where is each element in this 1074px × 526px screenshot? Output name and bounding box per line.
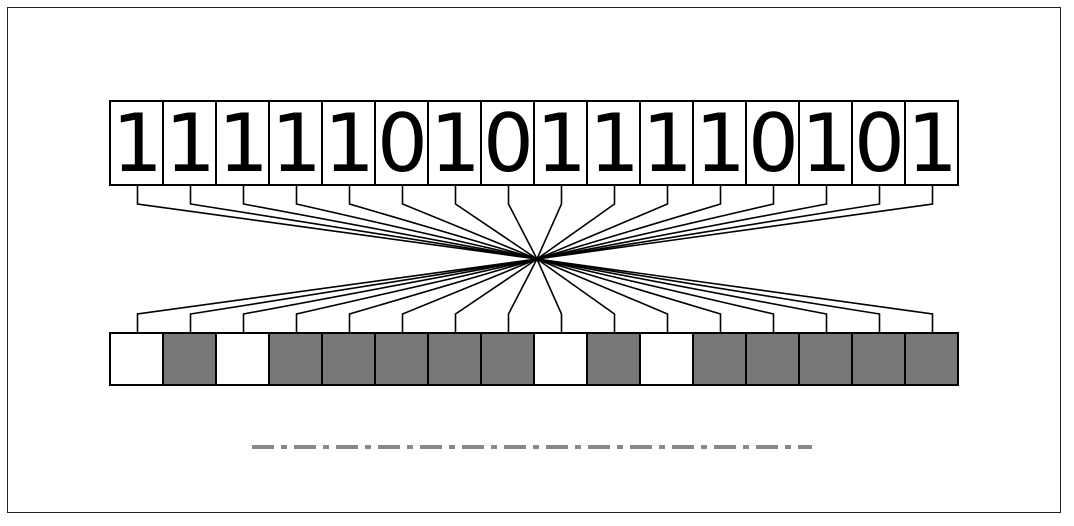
input-bit-label: 0 xyxy=(854,97,905,190)
output-wire xyxy=(536,258,828,333)
output-cell xyxy=(586,332,641,386)
input-wire xyxy=(536,185,669,260)
input-bit-label: 1 xyxy=(536,97,587,190)
input-wire xyxy=(454,185,538,260)
output-wire xyxy=(136,258,538,333)
output-cell xyxy=(692,332,747,386)
input-bit-cell xyxy=(639,100,694,186)
input-bit-cell xyxy=(480,100,535,186)
input-wire xyxy=(536,185,828,260)
input-bit-label: 1 xyxy=(907,97,958,190)
output-cell xyxy=(374,332,429,386)
input-wire xyxy=(242,185,538,260)
output-cell xyxy=(268,332,323,386)
input-bit-label: 1 xyxy=(218,97,269,190)
input-bit-label: 0 xyxy=(483,97,534,190)
input-bit-cell xyxy=(162,100,217,186)
output-cell xyxy=(321,332,376,386)
output-wire xyxy=(536,258,934,333)
input-bit-label: 1 xyxy=(642,97,693,190)
output-cell xyxy=(427,332,482,386)
output-wire xyxy=(189,258,538,333)
output-cell xyxy=(851,332,906,386)
output-cell xyxy=(480,332,535,386)
input-wire xyxy=(136,185,538,260)
output-wire xyxy=(536,258,563,333)
output-wire xyxy=(536,258,775,333)
input-bit-label: 1 xyxy=(112,97,163,190)
output-wire xyxy=(536,258,669,333)
input-bit-label: 1 xyxy=(589,97,640,190)
input-bit-cell xyxy=(851,100,906,186)
output-wire xyxy=(536,258,616,333)
input-wire xyxy=(536,185,616,260)
output-wire xyxy=(454,258,538,333)
output-wire xyxy=(242,258,538,333)
input-bit-cell xyxy=(745,100,800,186)
input-bit-label: 1 xyxy=(801,97,852,190)
output-cell-row xyxy=(109,332,959,386)
input-wire xyxy=(536,185,934,260)
output-cell xyxy=(745,332,800,386)
input-bit-cell xyxy=(321,100,376,186)
input-wire xyxy=(536,185,775,260)
input-bit-label: 0 xyxy=(748,97,799,190)
wire-group xyxy=(136,185,934,333)
output-cell xyxy=(904,332,959,386)
output-wire xyxy=(536,258,881,333)
input-bit-cell xyxy=(533,100,588,186)
input-bit-cell xyxy=(215,100,270,186)
output-wire xyxy=(348,258,538,333)
output-cell xyxy=(215,332,270,386)
input-wire xyxy=(536,185,881,260)
input-bit-label: 1 xyxy=(324,97,375,190)
output-cell xyxy=(639,332,694,386)
output-wire xyxy=(295,258,538,333)
input-wire xyxy=(189,185,538,260)
input-wire xyxy=(295,185,538,260)
input-bit-cell xyxy=(586,100,641,186)
input-bit-cell xyxy=(427,100,482,186)
input-bit-label: 1 xyxy=(430,97,481,190)
input-wire xyxy=(401,185,538,260)
input-bit-cell xyxy=(109,100,164,186)
input-wire xyxy=(507,185,538,260)
input-wire xyxy=(348,185,538,260)
input-bit-cell xyxy=(692,100,747,186)
input-bit-label: 0 xyxy=(377,97,428,190)
output-cell xyxy=(798,332,853,386)
output-cell xyxy=(109,332,164,386)
output-cell xyxy=(162,332,217,386)
input-bit-label: 1 xyxy=(165,97,216,190)
output-wire xyxy=(536,258,722,333)
input-wire xyxy=(536,185,722,260)
output-wire xyxy=(507,258,538,333)
output-cell xyxy=(533,332,588,386)
input-bit-cell xyxy=(904,100,959,186)
input-bit-label: 1 xyxy=(271,97,322,190)
input-bit-label: 1 xyxy=(695,97,746,190)
input-wire xyxy=(536,185,563,260)
input-bit-cell xyxy=(798,100,853,186)
output-wire xyxy=(401,258,538,333)
